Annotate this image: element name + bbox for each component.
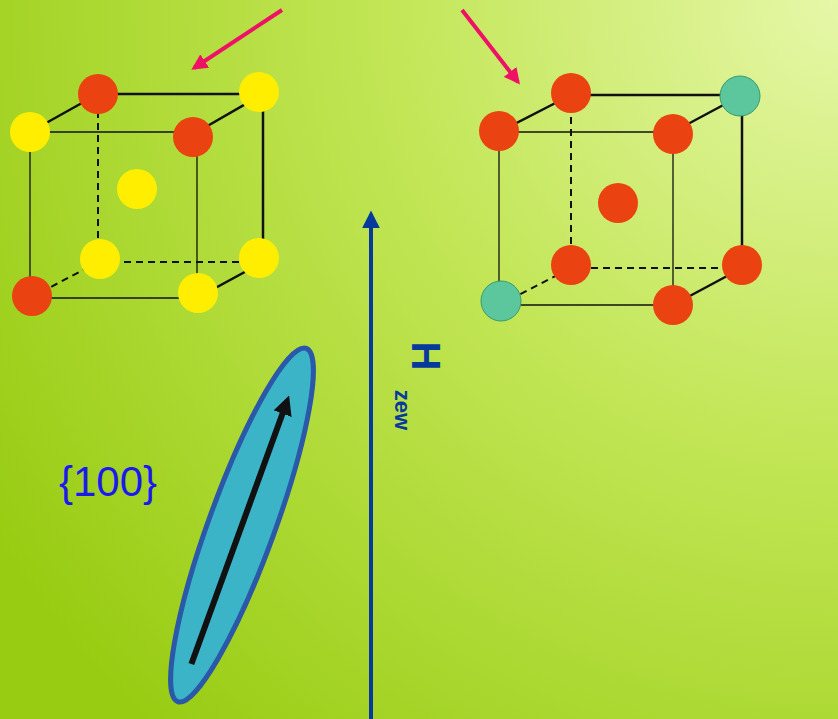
pointer-arrow bbox=[462, 10, 518, 82]
crystal-cells bbox=[10, 72, 762, 325]
atom bbox=[239, 238, 279, 278]
cube-edge bbox=[30, 131, 197, 132]
field-subscript: zew bbox=[391, 390, 413, 430]
cube-edge bbox=[30, 297, 197, 298]
plane-label: {100} bbox=[59, 461, 157, 503]
cube-edge bbox=[29, 132, 30, 298]
cube-edge bbox=[98, 261, 263, 263]
cube-edge bbox=[499, 304, 673, 305]
domain-group bbox=[147, 337, 338, 713]
atom bbox=[653, 285, 693, 325]
atom bbox=[551, 73, 591, 113]
cube-edge bbox=[262, 94, 265, 262]
cube-atoms bbox=[479, 73, 762, 325]
cube-edge bbox=[672, 132, 673, 305]
cube-edge bbox=[741, 95, 744, 268]
atom bbox=[80, 239, 120, 279]
atom bbox=[722, 245, 762, 285]
cube-edge bbox=[499, 131, 673, 132]
cube-edges bbox=[499, 95, 742, 305]
atom bbox=[10, 112, 50, 152]
atom bbox=[720, 76, 760, 116]
atom bbox=[117, 169, 157, 209]
atom bbox=[479, 111, 519, 151]
cube-edge bbox=[570, 95, 572, 268]
cube-edge bbox=[97, 94, 99, 262]
atom bbox=[178, 273, 218, 313]
cube-atoms bbox=[10, 72, 279, 316]
atom bbox=[481, 281, 521, 321]
pointer-arrow bbox=[194, 10, 282, 68]
cube-edge bbox=[98, 93, 263, 96]
atom bbox=[239, 72, 279, 112]
cube-edge bbox=[571, 94, 742, 97]
field-symbol: H bbox=[406, 342, 446, 371]
domain-ellipse bbox=[147, 337, 338, 713]
field-arrow bbox=[369, 214, 373, 719]
atom bbox=[12, 276, 52, 316]
atom bbox=[653, 114, 693, 154]
atom bbox=[598, 183, 638, 223]
atom bbox=[78, 74, 118, 114]
cube-edges bbox=[30, 94, 263, 298]
atom bbox=[173, 117, 213, 157]
cube-edge bbox=[498, 132, 499, 305]
atom bbox=[551, 245, 591, 285]
cube-edge bbox=[571, 267, 742, 269]
magnetization-arrow bbox=[191, 403, 286, 664]
